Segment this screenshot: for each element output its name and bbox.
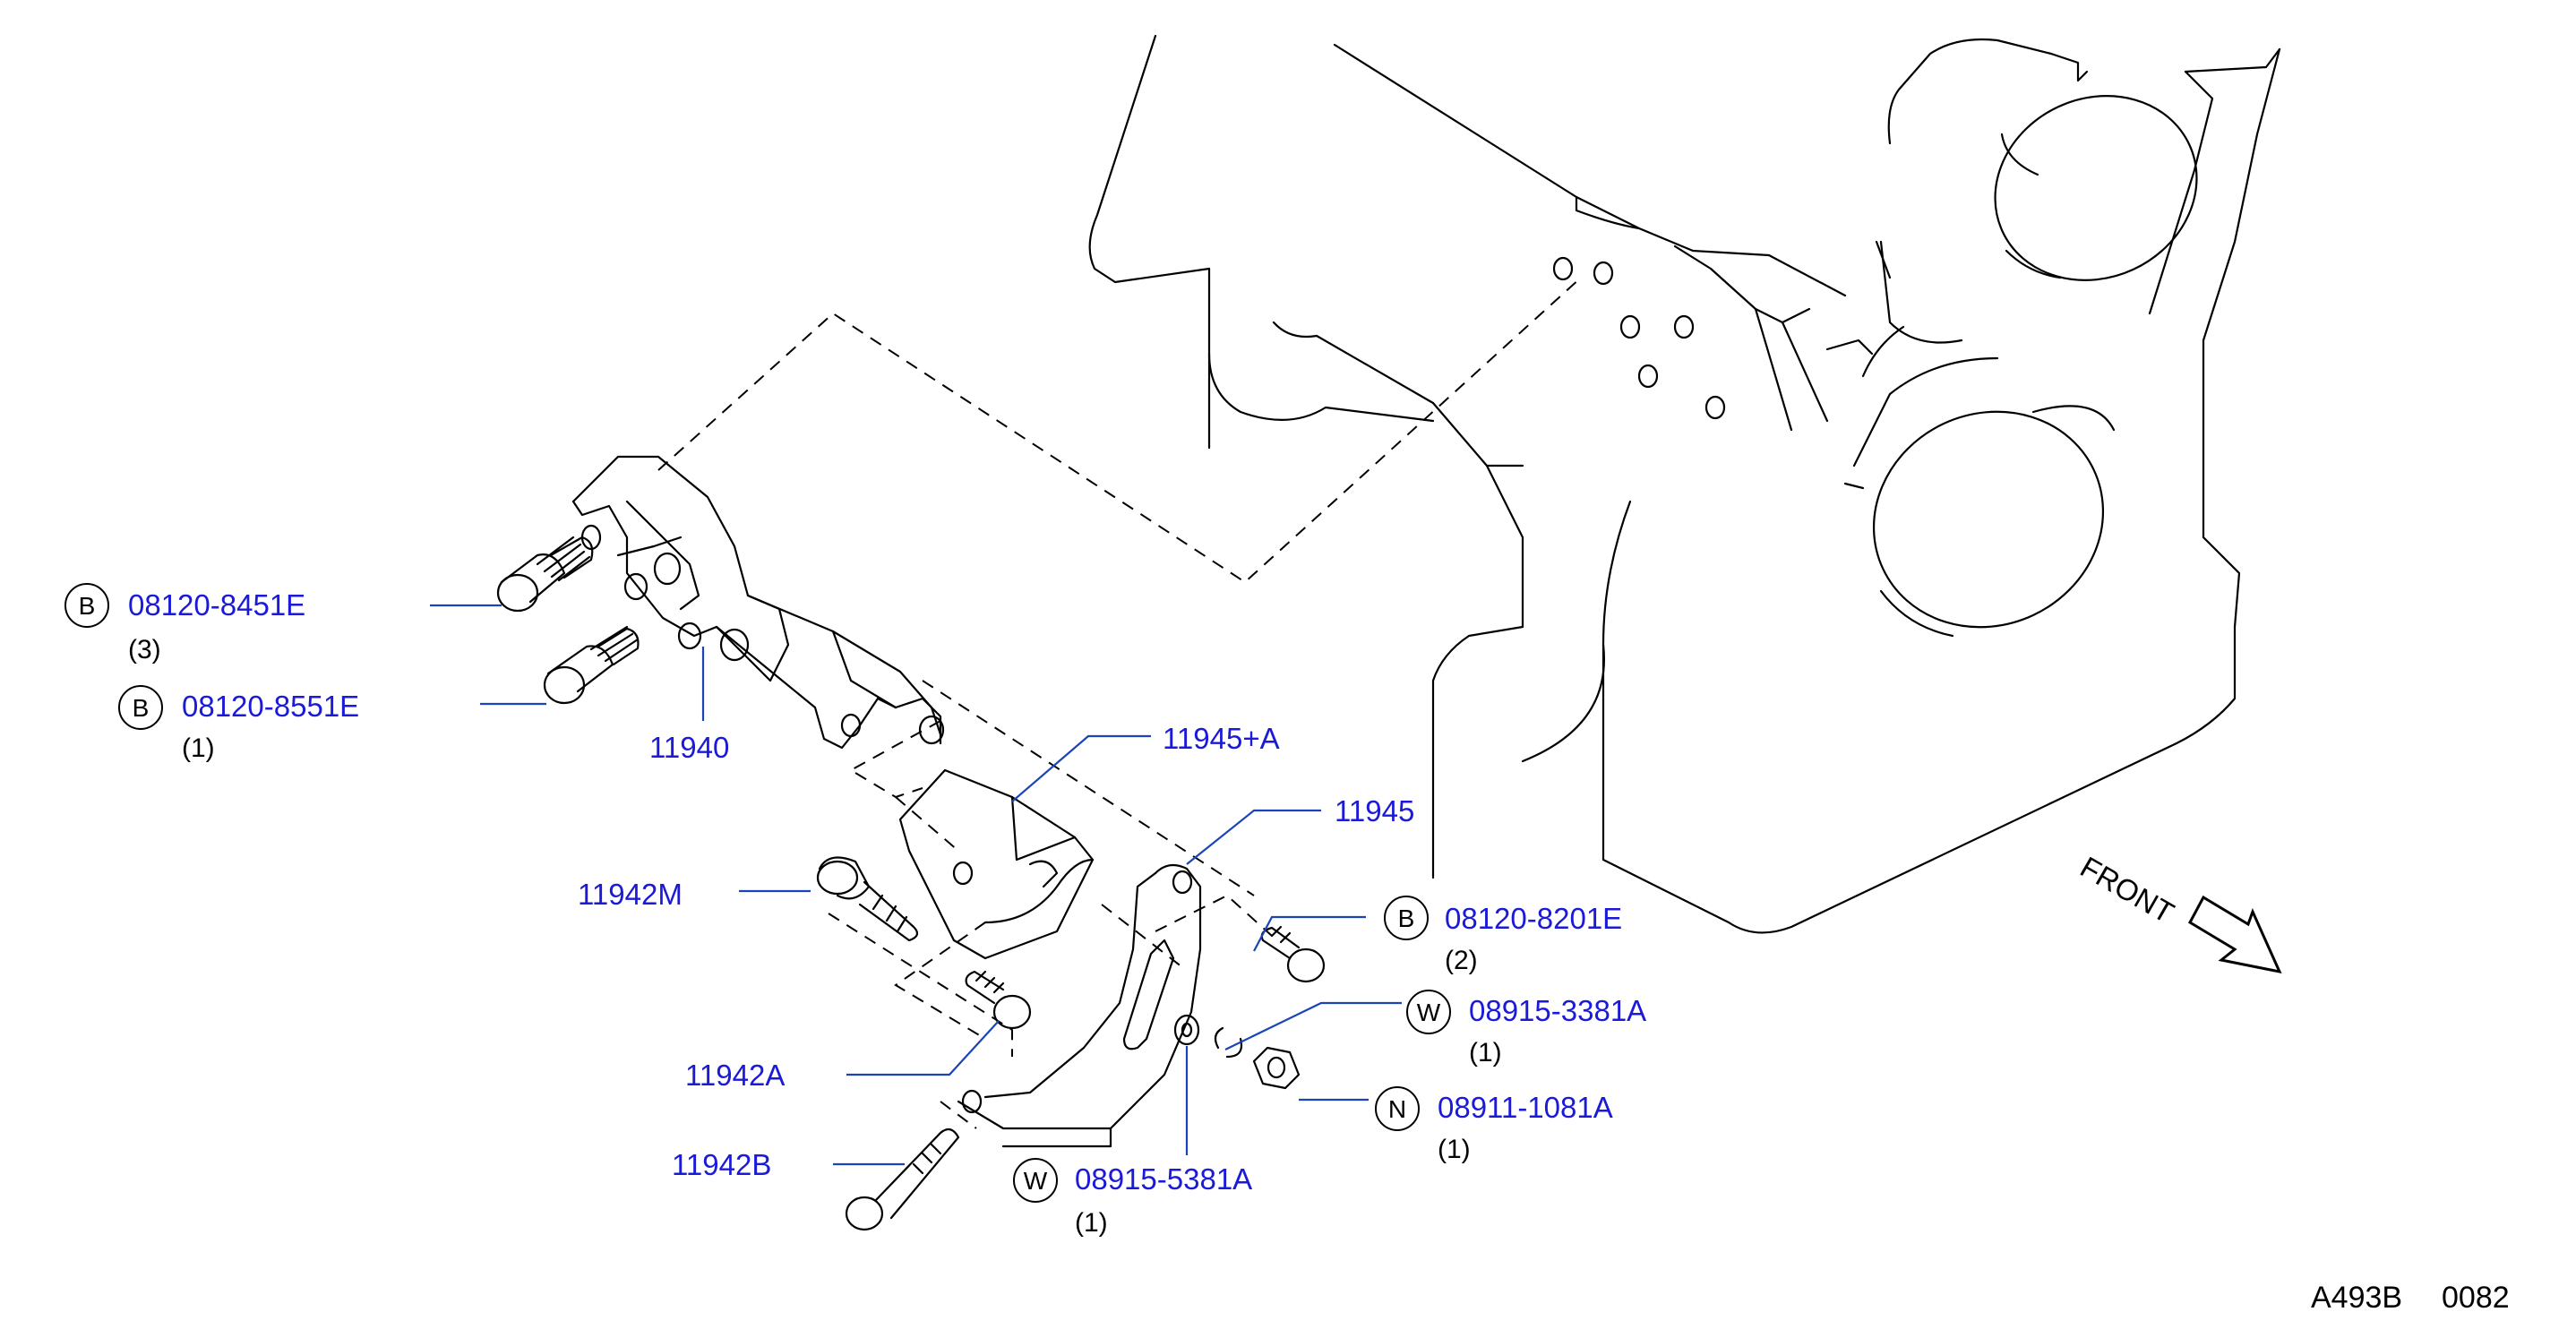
bolt-11942m-drawing bbox=[816, 856, 919, 942]
quantity: (3) bbox=[128, 635, 161, 664]
washer-symbol-circle bbox=[1406, 990, 1451, 1034]
callout-08911-1081A[interactable]: N 08911-1081A (1) bbox=[1375, 1086, 1613, 1164]
bolt-11942b-drawing bbox=[845, 1128, 960, 1231]
bolt-symbol-circle bbox=[64, 583, 109, 628]
part-number[interactable]: 11940 bbox=[649, 731, 729, 764]
bracket-11940-drawing bbox=[571, 455, 945, 750]
alignment-dashed-lines bbox=[657, 277, 1582, 1129]
quantity: (2) bbox=[1445, 946, 1478, 975]
quantity: (1) bbox=[1438, 1135, 1471, 1164]
part-number[interactable]: 11945+A bbox=[1163, 722, 1280, 755]
leader-lines bbox=[430, 604, 1402, 1166]
nut-1081a-drawing bbox=[1252, 1046, 1301, 1090]
bolt-symbol-circle bbox=[1384, 896, 1429, 940]
bolt-8551e-drawing bbox=[543, 625, 640, 705]
part-number[interactable]: 08120-8201E bbox=[1445, 902, 1622, 935]
callout-11945[interactable]: 11945 bbox=[1335, 794, 1414, 827]
part-number[interactable]: 11942A bbox=[685, 1059, 785, 1092]
part-number[interactable]: 11945 bbox=[1335, 794, 1414, 827]
callout-08120-8451E[interactable]: B 08120-8451E (3) bbox=[64, 583, 305, 664]
symbol-letter: N bbox=[1388, 1095, 1406, 1123]
callout-11942M[interactable]: 11942M bbox=[578, 878, 683, 911]
diagram-code: A493B bbox=[2311, 1281, 2402, 1315]
callout-08915-5381A[interactable]: W 08915-5381A (1) bbox=[1013, 1158, 1252, 1238]
part-number[interactable]: 08120-8551E bbox=[182, 690, 359, 723]
bolt-8451e-drawing bbox=[496, 536, 594, 613]
part-number[interactable]: 08911-1081A bbox=[1438, 1091, 1613, 1124]
symbol-letter: B bbox=[133, 694, 150, 722]
callout-11942B[interactable]: 11942B bbox=[672, 1148, 771, 1181]
callout-11942A[interactable]: 11942A bbox=[685, 1059, 785, 1092]
part-number[interactable]: 08915-3381A bbox=[1469, 994, 1646, 1027]
washer-3381a-drawing bbox=[1214, 1026, 1243, 1059]
part-number[interactable]: 11942B bbox=[672, 1148, 771, 1181]
washer-symbol-circle bbox=[1013, 1158, 1058, 1203]
bracket-11945a-drawing bbox=[898, 768, 1095, 960]
symbol-letter: B bbox=[79, 592, 96, 620]
bolt-symbol-circle bbox=[118, 685, 163, 730]
callout-11945A[interactable]: 11945+A bbox=[1163, 722, 1280, 755]
washer-5381a-drawing bbox=[1173, 1014, 1200, 1046]
engine-block-drawing bbox=[1088, 34, 2281, 934]
bolt-11942a-drawing bbox=[965, 970, 1032, 1030]
bracket-11945-drawing bbox=[957, 863, 1202, 1148]
quantity: (1) bbox=[182, 733, 215, 763]
quantity: (1) bbox=[1469, 1038, 1502, 1067]
part-number[interactable]: 08120-8451E bbox=[128, 588, 305, 622]
front-label: FRONT bbox=[2075, 850, 2180, 930]
symbol-letter: B bbox=[1398, 905, 1415, 932]
part-number[interactable]: 11942M bbox=[578, 878, 683, 911]
symbol-letter: W bbox=[1417, 999, 1441, 1026]
sheet-number: 0082 bbox=[2442, 1281, 2510, 1315]
symbol-letter: W bbox=[1024, 1167, 1048, 1195]
part-number[interactable]: 08915-5381A bbox=[1075, 1162, 1252, 1196]
quantity: (1) bbox=[1075, 1208, 1108, 1238]
nut-symbol-circle bbox=[1375, 1086, 1420, 1131]
callout-08120-8201E[interactable]: B 08120-8201E (2) bbox=[1384, 896, 1622, 975]
callout-08915-3381A[interactable]: W 08915-3381A (1) bbox=[1406, 990, 1646, 1067]
callout-08120-8551E[interactable]: B 08120-8551E (1) bbox=[118, 685, 359, 763]
front-arrow-icon bbox=[2188, 895, 2282, 974]
callout-11940[interactable]: 11940 bbox=[649, 731, 729, 764]
